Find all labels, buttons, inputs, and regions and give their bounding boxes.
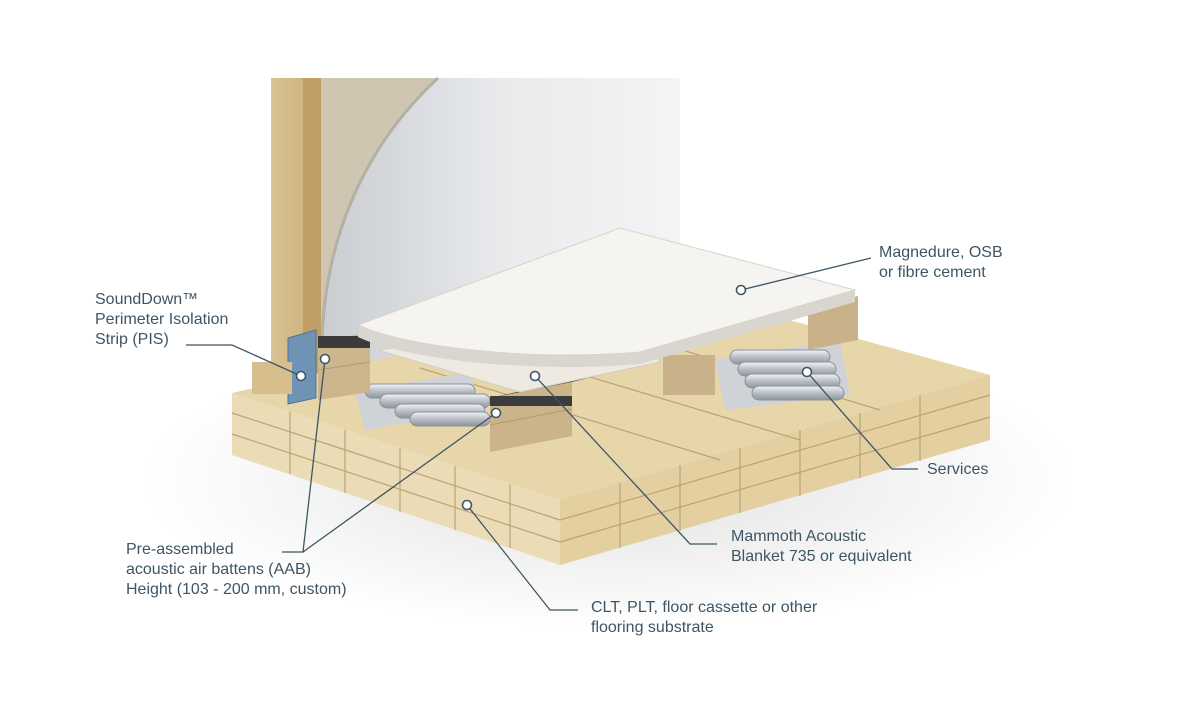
label-pis-line-2: Perimeter Isolation [95,311,229,328]
label-blanket: Mammoth Acoustic Blanket 735 or equivale… [731,527,912,567]
leader-board [740,257,872,291]
clt-substrate [231,290,991,565]
wall-board-cutaway [318,78,438,360]
label-pis-line-3: Strip (PIS) [95,331,169,348]
label-pis: SoundDown™ Perimeter Isolation Strip (PI… [95,290,228,350]
leader-aab-2 [302,412,497,553]
leader-lines [186,257,918,611]
label-services: Services [927,460,988,480]
sole-plate [252,362,292,394]
slab-top [232,290,990,500]
services-pipes-left [355,372,491,430]
timber-stud-edge [303,78,321,378]
batten-left [317,332,371,400]
label-substrate-line-1: CLT, PLT, floor cassette or other [591,599,818,616]
label-board: Magnedure, OSB or fibre cement [879,243,1003,283]
label-board-line-2: or fibre cement [879,264,986,281]
label-board-line-1: Magnedure, OSB [879,244,1003,261]
label-services-line-1: Services [927,461,989,478]
marker-services [801,366,813,378]
acoustic-air-battens [317,296,858,452]
services-pipes-right [715,340,850,410]
board-side [358,290,855,367]
label-substrate: CLT, PLT, floor cassette or other floori… [591,598,817,638]
leader-markers [295,284,813,511]
label-substrate-line-2: flooring substrate [591,619,714,636]
marker-blanket [529,370,541,382]
label-blanket-line-2: Blanket 735 or equivalent [731,548,912,565]
leader-services [806,371,918,470]
wall-curve-edge [320,76,440,361]
perimeter-isolation-strip [287,329,317,405]
board-top [356,227,857,356]
label-aab-line-3: Height (103 - 200 mm, custom) [126,581,347,598]
batten-front [489,360,660,452]
leader-blanket [534,375,717,545]
slab-front-left [232,393,560,565]
slab-front-right [560,375,990,565]
leader-pis [186,344,302,377]
label-aab: Pre-assembled acoustic air battens (AAB)… [126,540,347,600]
label-aab-line-2: acoustic air battens (AAB) [126,561,311,578]
marker-aab-2 [490,407,502,419]
label-aab-line-1: Pre-assembled [126,541,234,558]
marker-pis [295,370,307,382]
label-blanket-line-1: Mammoth Acoustic [731,528,867,545]
marker-substrate [461,499,473,511]
floor-board [356,227,857,367]
marker-aab-1 [319,353,331,365]
leader-substrate [466,504,578,611]
batten-mid [663,355,715,395]
label-pis-line-1: SoundDown™ [95,291,199,308]
marker-board [735,284,747,296]
